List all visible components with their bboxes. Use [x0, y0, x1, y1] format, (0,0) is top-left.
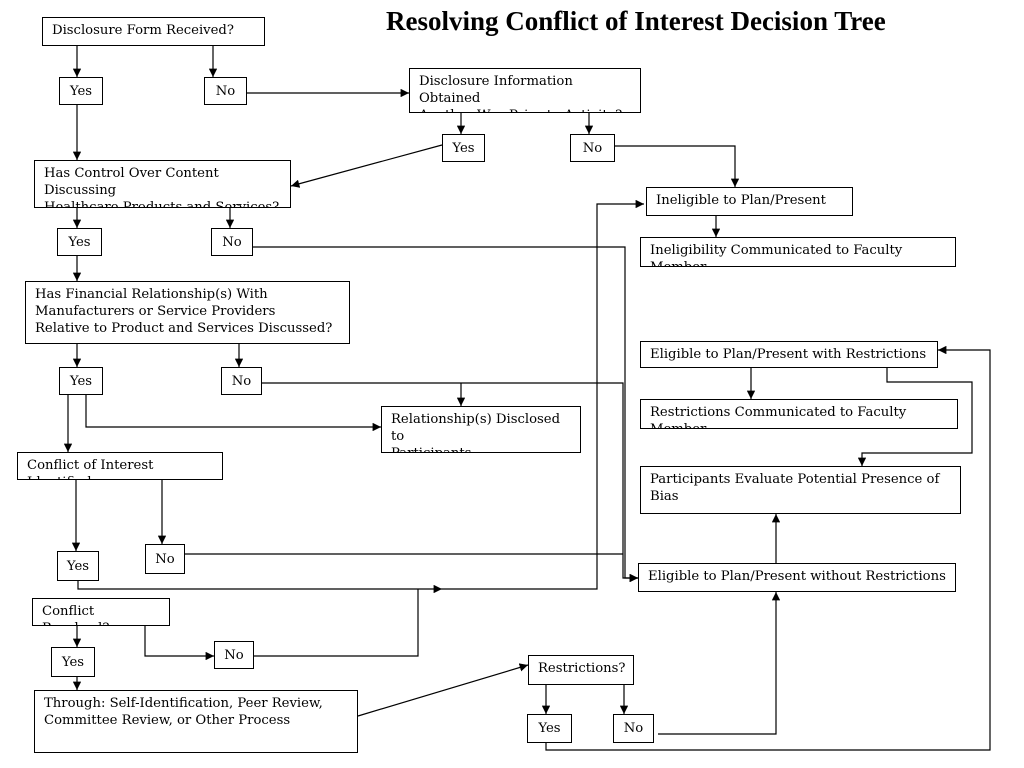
- node-yes-resolved: Yes: [51, 647, 95, 677]
- node-restrictions-question: Restrictions?: [528, 655, 634, 685]
- node-conflict-resolved: Conflict Resolved?: [32, 598, 170, 626]
- node-participants-evaluate: Participants Evaluate Potential Presence…: [640, 466, 961, 514]
- node-yes-disclosure-received: Yes: [59, 77, 103, 105]
- node-yes-other-way: Yes: [442, 134, 485, 162]
- node-no-restrictions: No: [613, 714, 654, 743]
- node-no-financial: No: [221, 367, 262, 395]
- connector-junction-ineligible: [442, 199, 644, 590]
- node-eligible-with-restrictions: Eligible to Plan/Present with Restrictio…: [640, 341, 938, 368]
- connector-yes5-junction: [77, 581, 442, 594]
- node-conflict-of-interest-identified: Conflict of Interest Identified: [17, 452, 223, 480]
- node-disclosure-form-received: Disclosure Form Received?: [42, 17, 265, 46]
- connector-no6-junction: [254, 589, 419, 657]
- connector-yes7-eligible-restrictions: [545, 345, 991, 751]
- node-yes-restrictions: Yes: [527, 714, 572, 743]
- connector-through-restrictions: [357, 663, 529, 717]
- connector-no4-eligible-no-restrictions: [262, 382, 638, 583]
- connector-no2-ineligible: [615, 145, 740, 187]
- node-disclosure-other-way: Disclosure Information Obtained Another …: [409, 68, 641, 113]
- node-no-control: No: [211, 228, 253, 256]
- node-yes-coi: Yes: [57, 551, 99, 581]
- connector-resolved-no: [144, 626, 214, 661]
- connector-yes4-disclosed: [85, 395, 381, 432]
- node-no-resolved: No: [214, 641, 254, 669]
- diagram-title: Resolving Conflict of Interest Decision …: [386, 6, 886, 36]
- node-yes-control: Yes: [57, 228, 102, 256]
- node-financial-relationship: Has Financial Relationship(s) With Manuf…: [25, 281, 350, 344]
- node-through-process: Through: Self-Identification, Peer Revie…: [34, 690, 358, 753]
- node-restrictions-communicated: Restrictions Communicated to Faculty Mem…: [640, 399, 958, 429]
- connector-no7-eligible-no-restrictions: [658, 592, 781, 735]
- connector-eligible-restrictions-evaluate: [857, 368, 973, 466]
- node-ineligible: Ineligible to Plan/Present: [646, 187, 853, 216]
- node-eligible-without-restrictions: Eligible to Plan/Present without Restric…: [638, 563, 956, 592]
- node-control-over-content: Has Control Over Content Discussing Heal…: [34, 160, 291, 208]
- node-no-other-way: No: [570, 134, 615, 162]
- node-ineligibility-communicated: Ineligibility Communicated to Faculty Me…: [640, 237, 956, 267]
- node-relationship-disclosed: Relationship(s) Disclosed to Participant…: [381, 406, 581, 453]
- node-no-disclosure-received: No: [204, 77, 247, 105]
- node-yes-financial: Yes: [59, 367, 103, 395]
- connector-yes2-control: [290, 144, 443, 188]
- node-no-coi: No: [145, 544, 185, 574]
